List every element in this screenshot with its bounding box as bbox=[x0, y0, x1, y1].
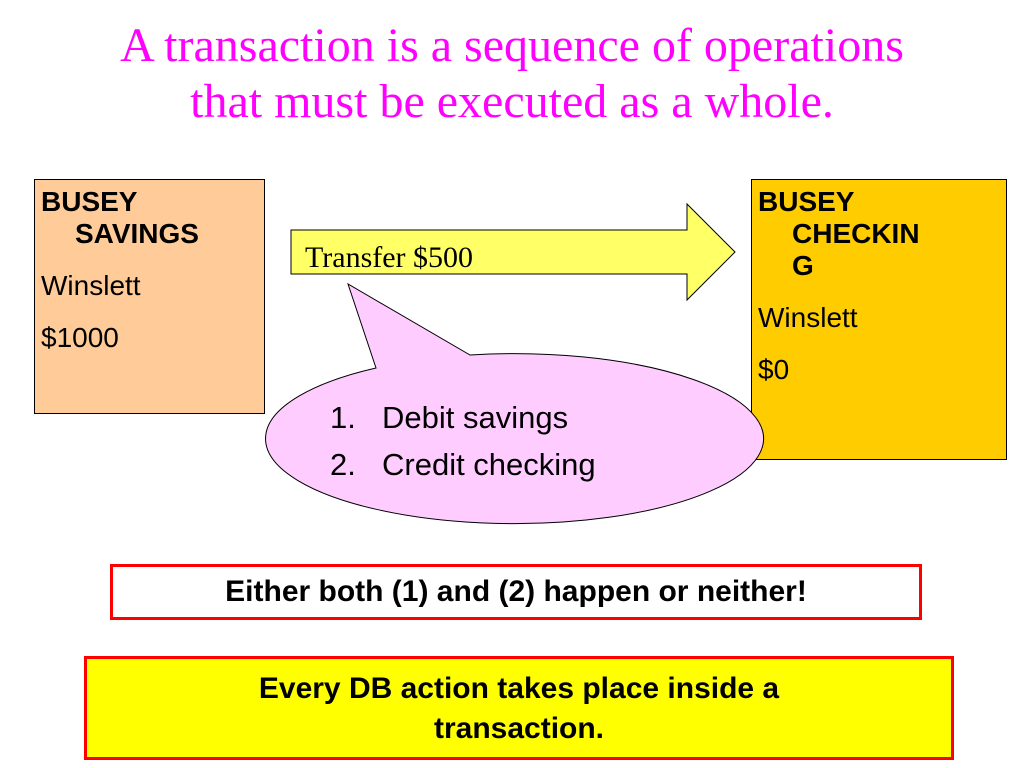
savings-balance: $1000 bbox=[41, 322, 119, 353]
title-line-1: A transaction is a sequence of operation… bbox=[120, 19, 904, 72]
step-number: 1. bbox=[330, 400, 356, 435]
checking-balance: $0 bbox=[758, 354, 790, 385]
savings-name-line-2: SAVINGS bbox=[75, 218, 199, 249]
checking-owner: Winslett bbox=[758, 302, 858, 333]
transfer-arrow-shape bbox=[290, 202, 736, 302]
step-item: 1. Debit savings bbox=[330, 394, 596, 441]
db-callout-line-2: transaction. bbox=[433, 712, 605, 745]
savings-name-line-1: BUSEY bbox=[41, 186, 138, 217]
savings-owner: Winslett bbox=[41, 270, 141, 301]
atomicity-callout: Either both (1) and (2) happen or neithe… bbox=[110, 564, 922, 620]
checking-name-line-3: G bbox=[792, 250, 814, 281]
step-text: Credit checking bbox=[382, 447, 596, 482]
slide-title: A transaction is a sequence of operation… bbox=[0, 18, 1024, 130]
step-number: 2. bbox=[330, 447, 356, 482]
step-item: 2. Credit checking bbox=[330, 441, 596, 488]
db-transaction-callout: Every DB action takes place inside a tra… bbox=[84, 656, 954, 760]
steps-bubble-shape bbox=[265, 282, 764, 525]
savings-account-name: BUSEY SAVINGS bbox=[35, 186, 264, 250]
checking-name-line-1: BUSEY bbox=[758, 186, 855, 217]
checking-account-box: BUSEY CHECKIN G Winslett $0 bbox=[751, 179, 1007, 460]
checking-name-line-2: CHECKIN bbox=[792, 218, 920, 249]
savings-account-box: BUSEY SAVINGS Winslett $1000 bbox=[34, 179, 265, 414]
step-text: Debit savings bbox=[382, 400, 569, 435]
transfer-arrow-label: Transfer $500 bbox=[305, 241, 474, 274]
checking-account-name: BUSEY CHECKIN G bbox=[752, 186, 1006, 282]
steps-list: 1. Debit savings 2. Credit checking bbox=[330, 394, 596, 488]
title-line-2: that must be executed as a whole. bbox=[190, 75, 834, 128]
db-callout-line-1: Every DB action takes place inside a bbox=[258, 672, 780, 705]
